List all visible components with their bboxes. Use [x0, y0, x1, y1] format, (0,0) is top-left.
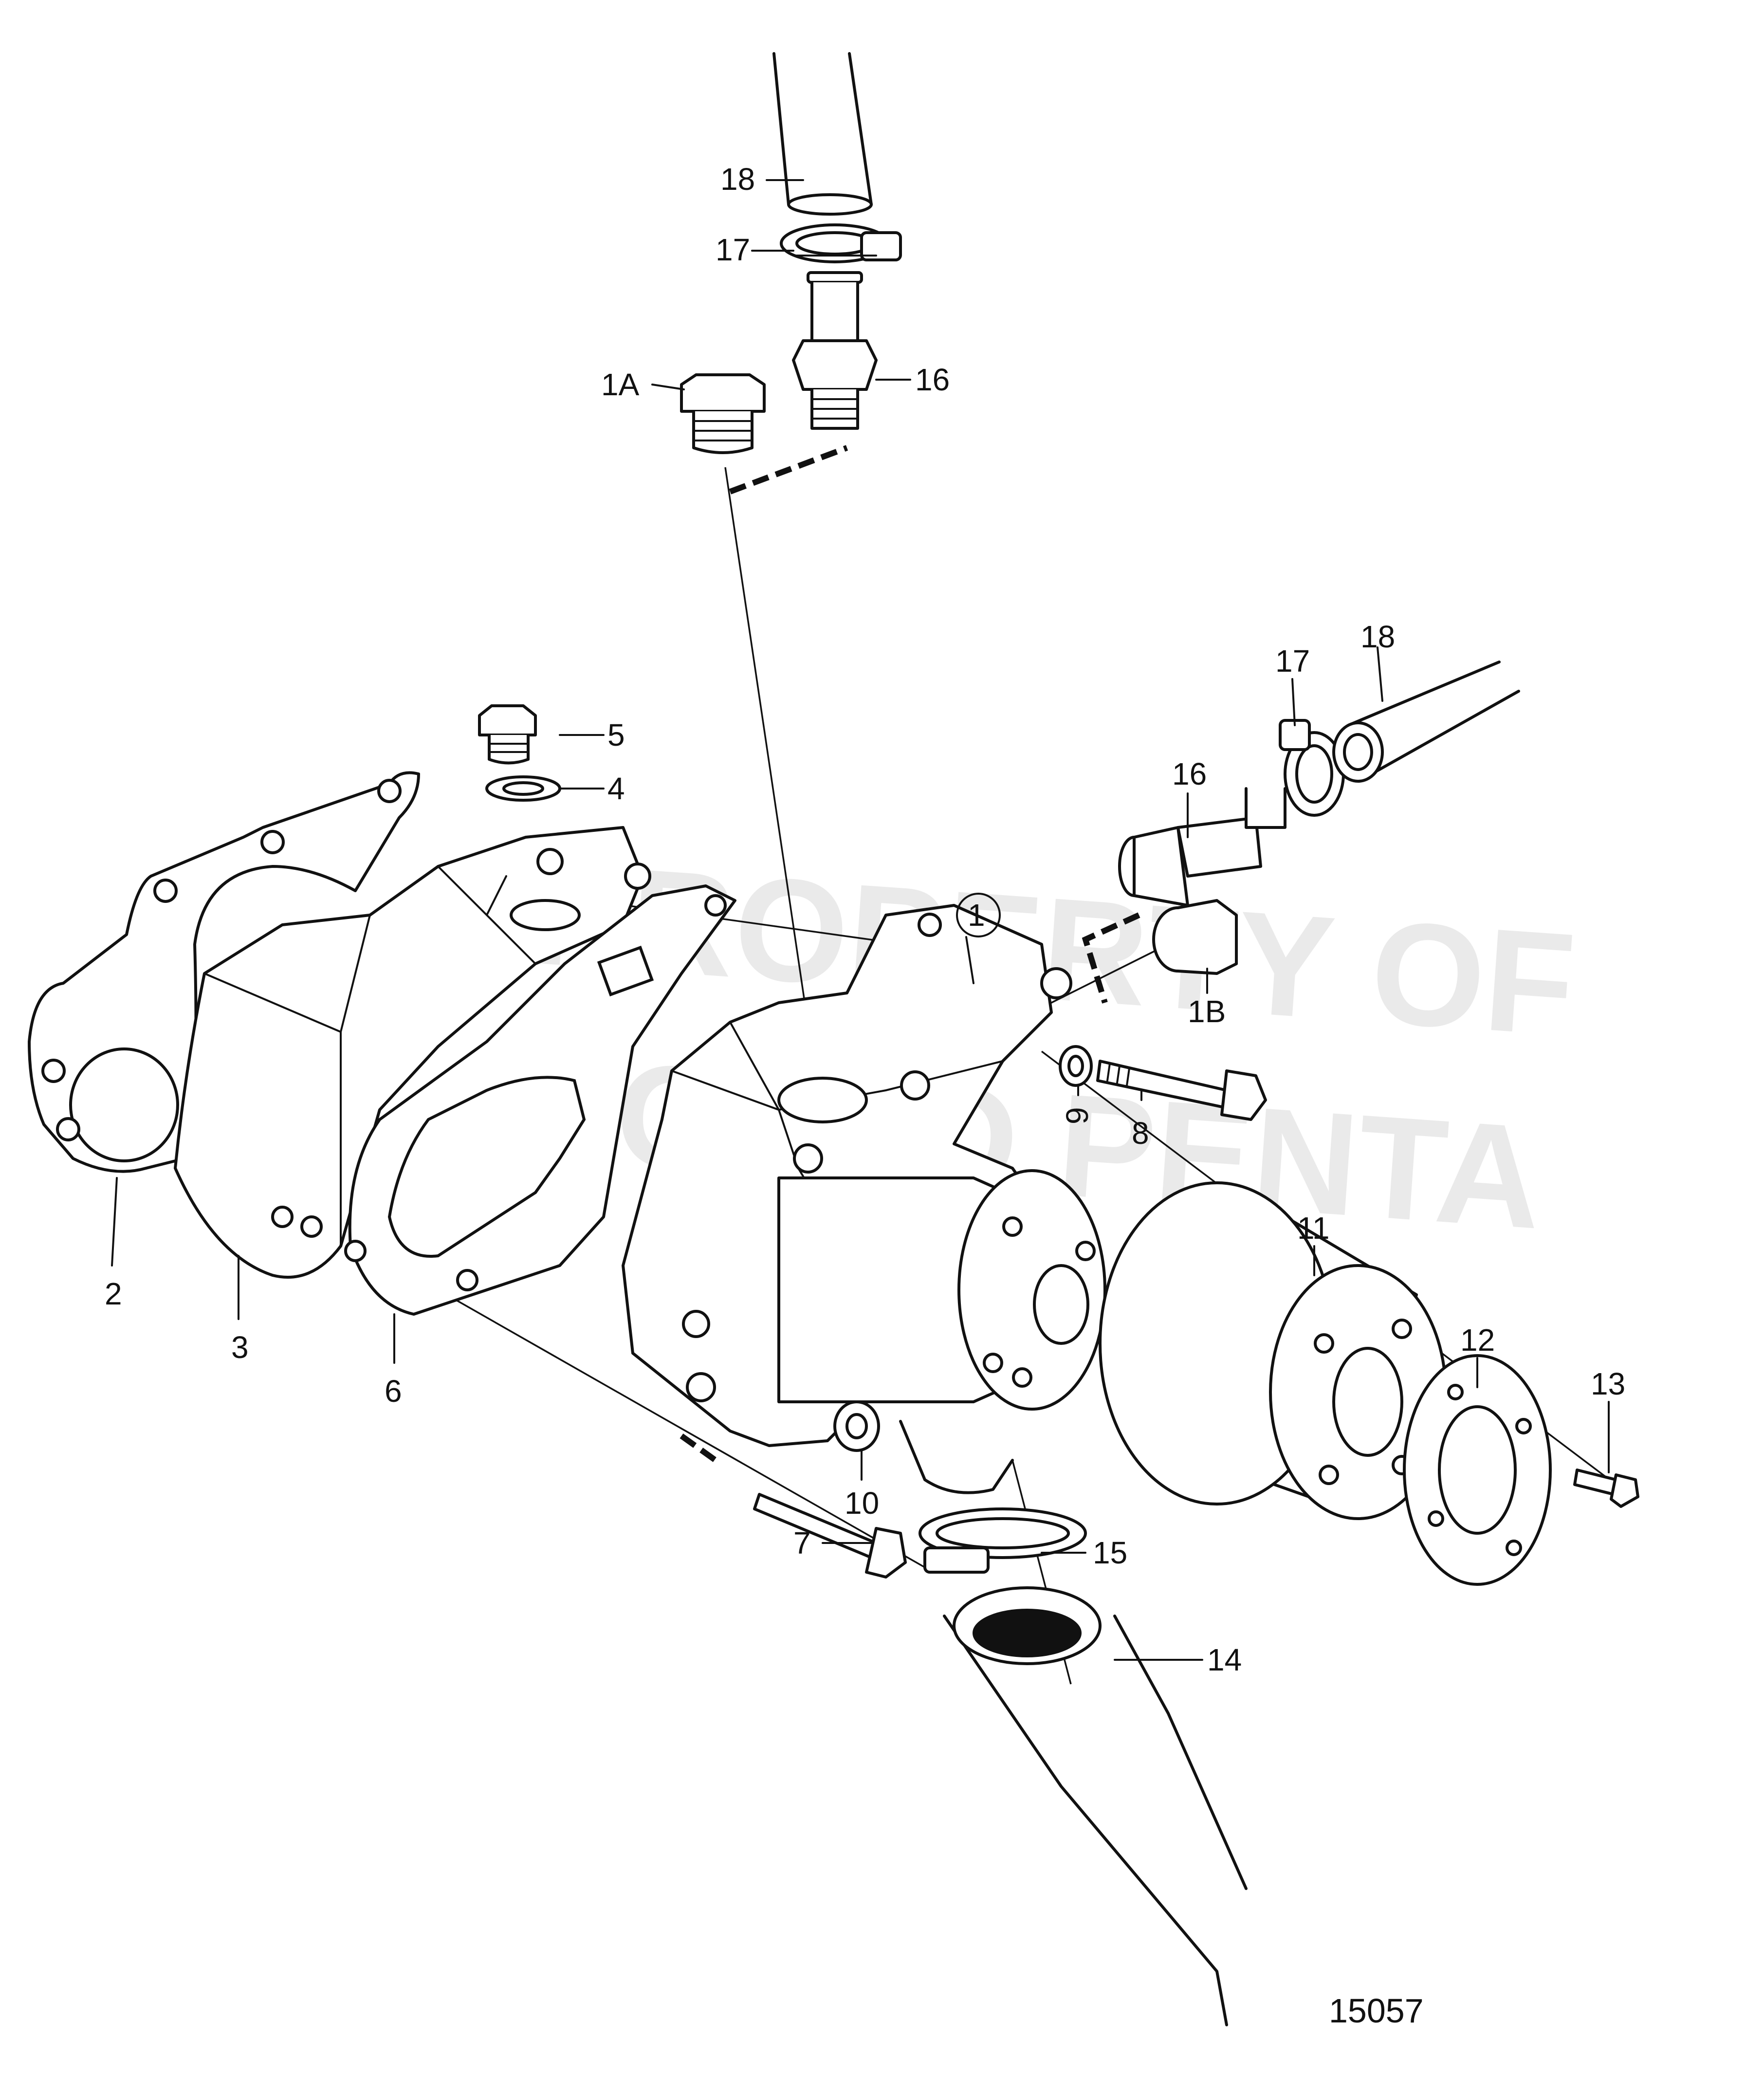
callout-labels: 18 17 16 1A 5 4 1 16 17 18 1B 9 8 2 3 6 …: [105, 162, 1625, 1677]
dashed-alignment-marks: [680, 445, 1140, 1463]
plug-1b: [1152, 899, 1238, 975]
bolt-13: [1573, 1469, 1639, 1508]
callout-1b: 1B: [1188, 994, 1226, 1029]
callout-17-right: 17: [1275, 643, 1310, 679]
figure-number: 15057: [1329, 1992, 1424, 2030]
hose-18-top: [772, 52, 873, 216]
bolt-7: [753, 1493, 907, 1579]
gasket-6: [344, 884, 736, 1316]
callout-1: 1: [968, 898, 985, 933]
bolt-8: [1096, 1060, 1267, 1121]
callout-3: 3: [231, 1330, 249, 1365]
callout-18-right: 18: [1360, 619, 1395, 654]
nut-10: [833, 1400, 880, 1452]
clamp-15: [919, 1507, 1087, 1574]
washer-4: [485, 775, 561, 802]
hose-nipple-16-top: [792, 271, 878, 430]
washer-plate-12: [1403, 1354, 1552, 1586]
pump-cover-3: [174, 826, 651, 1279]
washer-9: [1059, 1045, 1093, 1087]
callout-15: 15: [1093, 1535, 1127, 1570]
callout-14: 14: [1207, 1642, 1242, 1677]
hose-18-right: [1332, 661, 1520, 783]
plug-5: [478, 704, 537, 765]
leader-lines: [111, 179, 1610, 1661]
gasket-2: [28, 771, 420, 1173]
hose-14: [943, 1586, 1248, 2026]
pump-pulley-hub: [777, 1169, 1106, 1411]
callout-12: 12: [1460, 1322, 1495, 1358]
callout-7: 7: [793, 1525, 811, 1561]
clamp-17-top: [780, 223, 902, 263]
callout-5: 5: [607, 717, 625, 753]
callout-10: 10: [845, 1486, 879, 1521]
callout-8: 8: [1132, 1116, 1149, 1151]
callout-11: 11: [1297, 1211, 1329, 1246]
callout-2: 2: [105, 1276, 122, 1311]
pulley-11: [1099, 1181, 1447, 1520]
hose-nipple-16-right: [1118, 787, 1286, 907]
callout-6: 6: [385, 1374, 402, 1409]
clamp-17-right: [1279, 719, 1345, 817]
callout-16-top: 16: [915, 362, 950, 397]
callout-13: 13: [1591, 1366, 1625, 1401]
callout-4: 4: [607, 771, 625, 806]
callout-9: 9: [1060, 1107, 1095, 1124]
callout-18-top: 18: [720, 162, 755, 197]
plug-1a: [680, 373, 766, 454]
callout-1a: 1A: [601, 367, 640, 402]
callout-17-top: 17: [716, 232, 750, 267]
callout-16-right: 16: [1172, 756, 1207, 791]
